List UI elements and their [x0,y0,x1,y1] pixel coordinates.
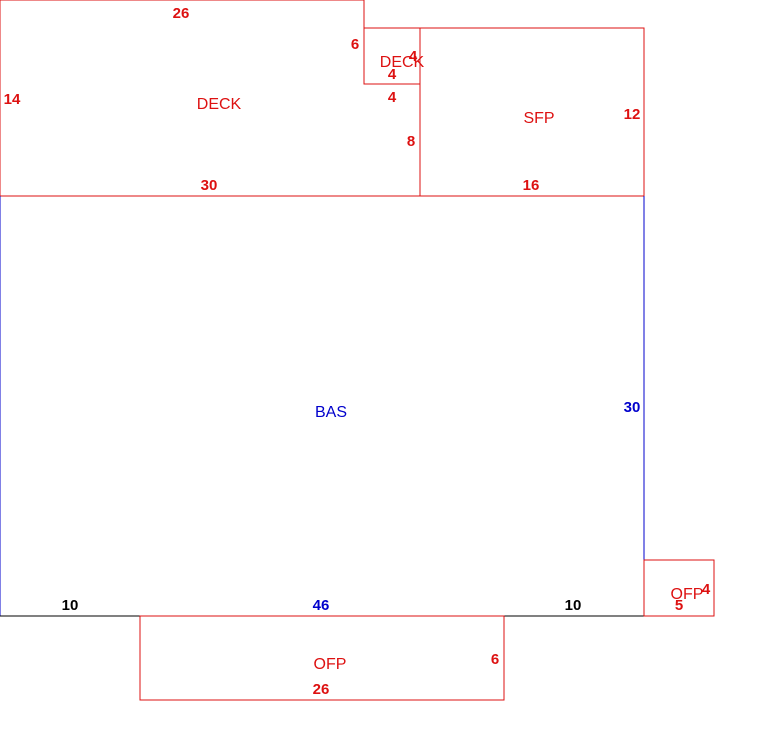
deck-small-inner-dim: 4 [388,66,397,83]
deck-main-bottom-dim: 30 [201,177,218,194]
bas-bottom-dim: 46 [313,597,330,614]
deck-main-label: DECK [197,96,242,113]
ofp-side-bottom-dim: 5 [675,597,683,614]
sfp-right-dim: 12 [624,106,641,123]
bas-label: BAS [315,404,347,421]
bas-right-dim: 30 [624,399,641,416]
deck-small-right-dim: 4 [409,48,418,65]
deck-main-left-dim: 14 [4,91,21,108]
notch-side-dim: 8 [407,133,415,150]
ofp-bottom-label: OFP [314,656,347,673]
deck-small-left-dim: 6 [351,36,359,53]
bas-bottom-right-dim: 10 [565,597,582,614]
deck-small-bottom-dim: 4 [388,89,397,106]
sfp-label: SFP [523,110,554,127]
bas-bottom-left-dim: 10 [62,597,79,614]
ofp-bottom-bottom-dim: 26 [313,681,330,698]
deck-small-label: DECK [380,54,425,71]
deck-main-top-dim: 26 [173,5,190,22]
ofp-bottom-right-dim: 6 [491,651,499,668]
ofp-side-label: OFP [671,586,704,603]
ofp-bottom-outline [139,615,505,701]
ofp-side-right-dim: 4 [702,581,711,598]
sfp-bottom-dim: 16 [523,177,540,194]
ofp-side-outline [643,559,715,617]
